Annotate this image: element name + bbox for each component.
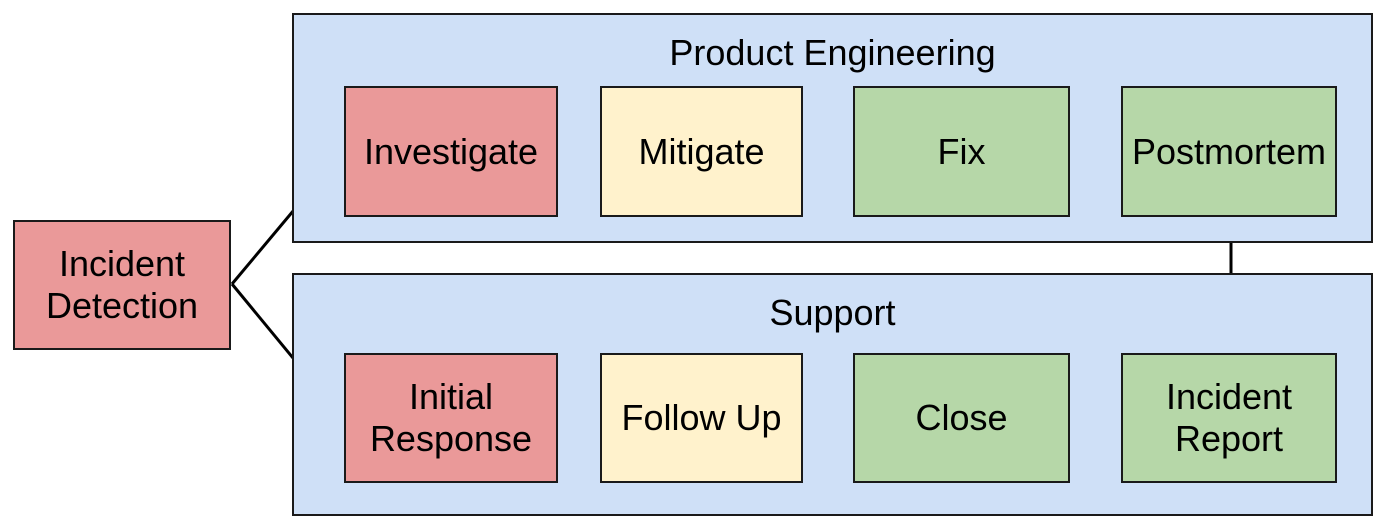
node-label-initial-response: Initial Response <box>369 376 533 459</box>
node-label-fix: Fix <box>937 130 986 172</box>
node-initial-response[interactable]: Initial Response <box>344 353 558 483</box>
node-label-mitigate: Mitigate <box>638 130 765 172</box>
node-investigate[interactable]: Investigate <box>344 86 558 217</box>
group-title-support: Support <box>769 292 896 333</box>
node-postmortem[interactable]: Postmortem <box>1121 86 1337 217</box>
node-follow-up[interactable]: Follow Up <box>600 353 803 483</box>
node-label-close: Close <box>915 397 1008 438</box>
node-incident-report[interactable]: Incident Report <box>1121 353 1337 483</box>
node-label-incident-detection: Incident Detection <box>45 243 199 326</box>
node-label-investigate: Investigate <box>363 130 539 172</box>
node-label-follow-up: Follow Up <box>621 397 782 438</box>
group-title-product-engineering: Product Engineering <box>669 32 996 73</box>
node-mitigate[interactable]: Mitigate <box>600 86 803 217</box>
node-label-incident-report: Incident Report <box>1165 376 1293 459</box>
node-incident-detection[interactable]: Incident Detection <box>13 220 231 350</box>
node-label-postmortem: Postmortem <box>1131 130 1327 172</box>
node-fix[interactable]: Fix <box>853 86 1070 217</box>
node-close[interactable]: Close <box>853 353 1070 483</box>
